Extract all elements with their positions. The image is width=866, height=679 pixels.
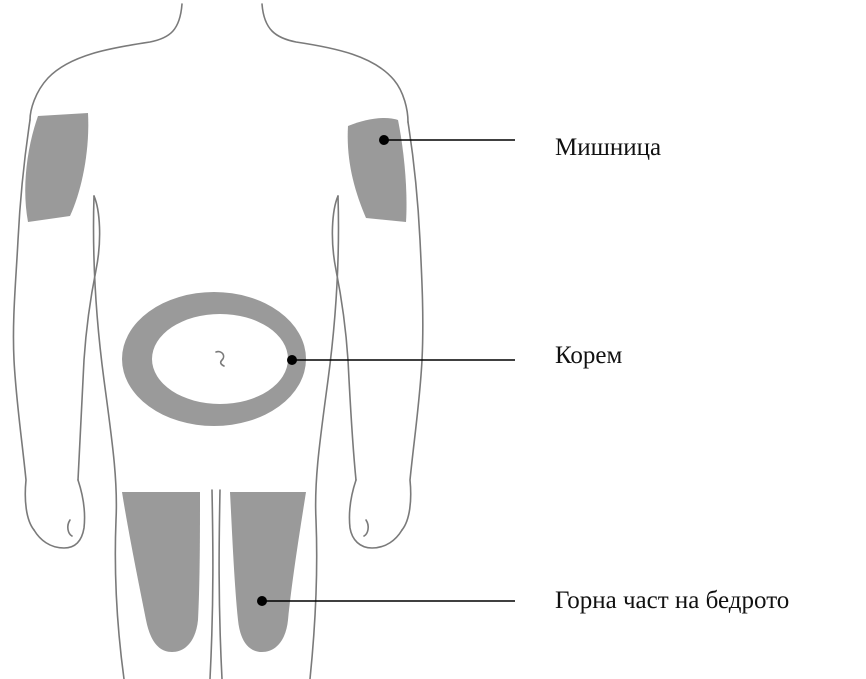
- upper-arm-leader-dot: [379, 135, 389, 145]
- abdomen-leader-dot: [287, 355, 297, 365]
- right-neck-shoulder-line: [262, 4, 408, 122]
- right-thumb: [364, 520, 368, 536]
- inner-leg-right: [219, 490, 222, 679]
- abdomen-ring-zone: [122, 292, 306, 426]
- right-thigh-zone: [230, 492, 306, 652]
- upper-thigh-leader-dot: [257, 596, 267, 606]
- left-thigh-zone: [122, 492, 200, 652]
- torso-left-side: [93, 196, 124, 679]
- right-arm-inner: [332, 196, 356, 480]
- navel: [216, 352, 224, 366]
- right-hand: [349, 480, 402, 548]
- torso-right-side: [310, 196, 339, 679]
- left-arm-inner: [78, 196, 100, 480]
- left-upper-arm-zone: [25, 113, 88, 222]
- left-hand: [34, 480, 85, 548]
- upper-thigh-label: Горна част на бедрото: [555, 587, 789, 614]
- body-outline: [13, 4, 422, 679]
- left-thumb: [68, 520, 72, 536]
- left-neck-shoulder-line: [30, 4, 182, 120]
- inner-leg-left: [210, 490, 213, 679]
- abdomen-label: Корем: [555, 342, 623, 369]
- upper-arm-label: Мишница: [555, 134, 661, 161]
- right-upper-arm-zone: [348, 118, 407, 222]
